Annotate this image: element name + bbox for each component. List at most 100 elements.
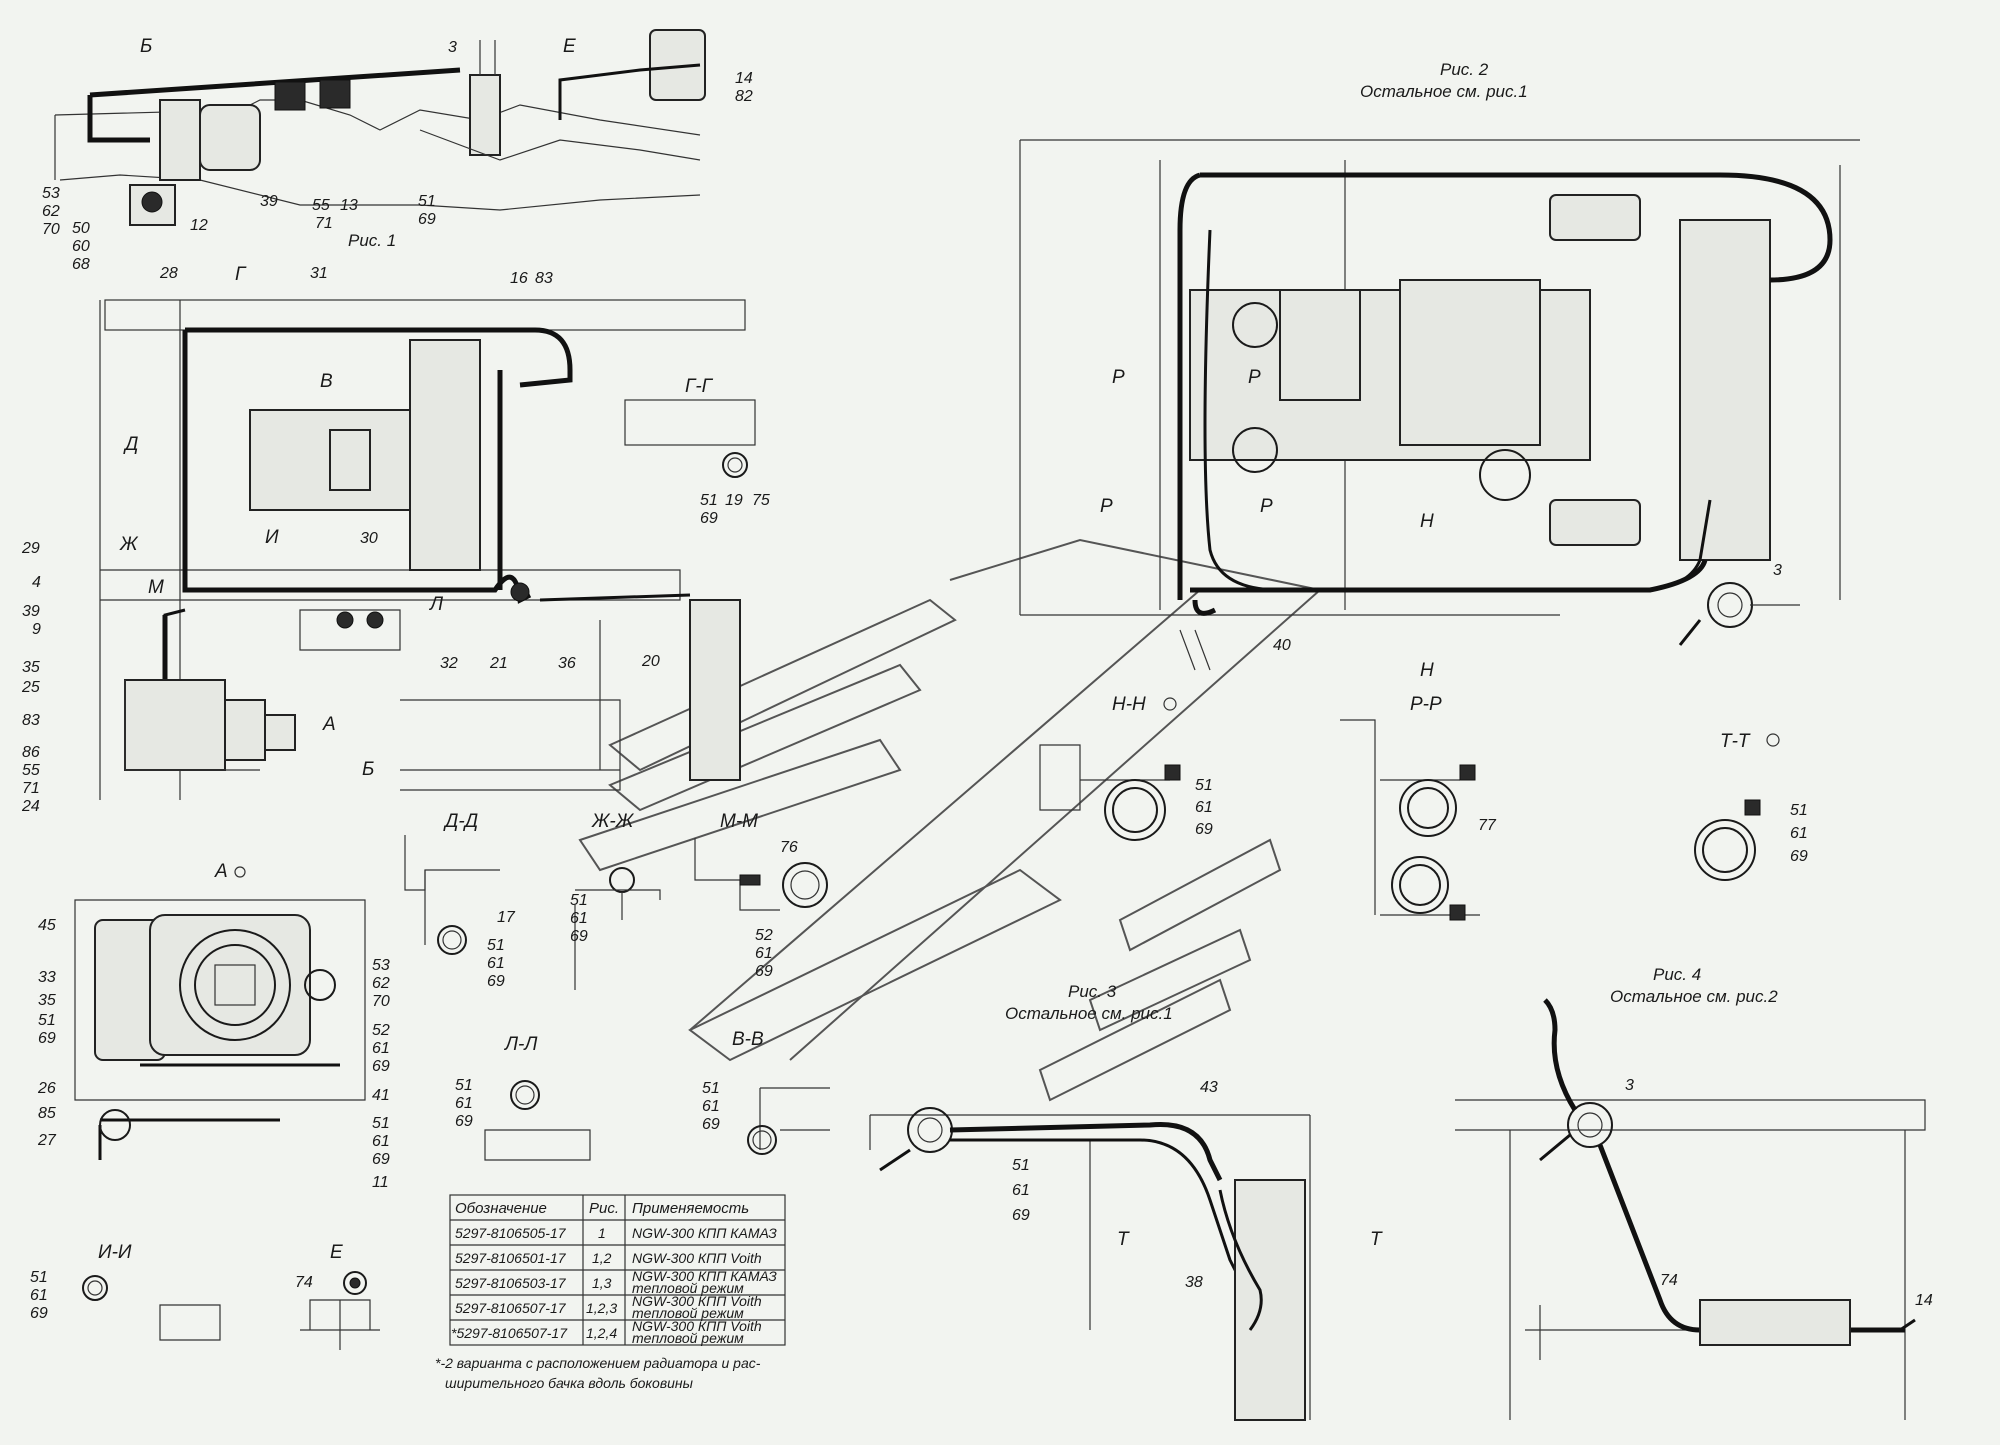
- fig3-subcaption: Остальное см. рис.1: [1005, 1004, 1173, 1023]
- rr-label-77: 77: [1478, 817, 1497, 834]
- table-header-code: Обозначение: [455, 1200, 547, 1217]
- a-label-35: 35: [38, 992, 56, 1009]
- f3-label-69: 69: [1012, 1207, 1030, 1224]
- table-header-fig: Рис.: [589, 1200, 619, 1217]
- f1-label-55: 55: [22, 762, 40, 779]
- a-label-62: 62: [372, 975, 390, 992]
- fig2-caption: Рис. 2: [1440, 60, 1489, 79]
- b-label-55: 55: [312, 197, 330, 214]
- b-label-82: 82: [735, 88, 753, 105]
- fig1-plan: 28 31 16 83 29 4 39 9 35 25 83 86 55 71 …: [21, 264, 746, 815]
- f1-section-l: Л: [428, 594, 444, 615]
- f1-label-20: 20: [641, 653, 660, 670]
- f1-label-31: 31: [310, 265, 328, 282]
- nn-label-61: 61: [1195, 799, 1213, 816]
- table-cell-use: NGW-300 КПП Voith: [632, 1250, 762, 1266]
- b-label-14: 14: [735, 70, 753, 87]
- table-note-line2: ширительного бачка вдоль боковины: [445, 1375, 694, 1391]
- a-label-69b: 69: [372, 1058, 390, 1075]
- a-label-69c: 69: [372, 1151, 390, 1168]
- f1-label-32: 32: [440, 655, 458, 672]
- view-b: Б Е 3 14 82 53 62 70 50 60 68 12 39 55 1…: [42, 29, 753, 273]
- mm-label-76: 76: [780, 839, 798, 856]
- f1-label-4: 4: [32, 574, 41, 591]
- f1-label-16: 16: [510, 270, 528, 287]
- table-cell-code: 5297-8106503-17: [455, 1275, 567, 1291]
- b-label-62: 62: [42, 203, 60, 220]
- gg-label-51: 51: [700, 492, 718, 509]
- table-cell-fig: 1,2: [592, 1250, 612, 1266]
- f1-label-71: 71: [22, 780, 40, 797]
- tt-label-61: 61: [1790, 825, 1808, 842]
- b-label-3: 3: [448, 39, 457, 56]
- table-cell-use: NGW-300 КПП Voith: [632, 1293, 762, 1309]
- f1-label-83b: 83: [22, 712, 40, 729]
- section-i-i-title: И-И: [98, 1242, 132, 1263]
- table-cell-use: NGW-300 КПП КАМАЗ: [632, 1268, 777, 1284]
- fig1-caption: Рис. 1: [348, 231, 396, 250]
- b-label-50: 50: [72, 220, 90, 237]
- a-label-61: 61: [372, 1040, 390, 1057]
- ii-label-61: 61: [30, 1287, 48, 1304]
- vv-label-69: 69: [702, 1116, 720, 1133]
- f1-section-i: И: [265, 527, 279, 548]
- fig3-plan: Рис. 3 Остальное см. рис.1 43 51 61 69 3…: [869, 982, 1383, 1421]
- section-v-v: В-В 51 61 69: [702, 1029, 830, 1155]
- f2-section-p-2: Р: [1248, 367, 1261, 388]
- view-b-title: Б: [140, 36, 152, 57]
- f3-section-t-2: Т: [1370, 1229, 1383, 1250]
- dd-label-17: 17: [497, 909, 516, 926]
- zh-label-69: 69: [570, 928, 588, 945]
- applicability-table: Обозначение Рис. Применяемость 5297-8106…: [435, 1194, 786, 1391]
- vv-label-61: 61: [702, 1098, 720, 1115]
- section-l-l: Л-Л 51 61 69: [455, 1034, 591, 1161]
- table-cell-use-note: тепловой режим: [632, 1305, 744, 1321]
- ll-label-69: 69: [455, 1113, 473, 1130]
- section-t-t: Т-Т 51 61 69: [1694, 731, 1808, 881]
- a-label-41: 41: [372, 1087, 390, 1104]
- table-header-use: Применяемость: [632, 1200, 749, 1217]
- gg-label-69: 69: [700, 510, 718, 527]
- table-cell-use-note: тепловой режим: [632, 1330, 744, 1346]
- f1-label-39: 39: [22, 603, 40, 620]
- f3-label-51: 51: [1012, 1157, 1030, 1174]
- f2-section-h-2: Н: [1420, 660, 1434, 681]
- section-zh-zh-title: Ж-Ж: [591, 811, 635, 832]
- a-label-45: 45: [38, 917, 56, 934]
- view-a-title: А: [214, 861, 228, 882]
- view-e: Е 74: [295, 1242, 380, 1350]
- f2-label-40: 40: [1273, 637, 1291, 654]
- f1-section-zh: Ж: [119, 534, 139, 555]
- mm-label-61: 61: [755, 945, 773, 962]
- fig4-subcaption: Остальное см. рис.2: [1610, 987, 1778, 1006]
- f1-label-28: 28: [159, 265, 178, 282]
- view-a: А 45 33 35 51 69 26 85 27 53 62 70 52 61…: [37, 861, 390, 1191]
- f1-section-m: М: [148, 577, 164, 598]
- f3-label-43: 43: [1200, 1079, 1218, 1096]
- b-label-12: 12: [190, 217, 208, 234]
- b-label-60: 60: [72, 238, 90, 255]
- fig2-subcaption: Остальное см. рис.1: [1360, 82, 1528, 101]
- tt-label-51: 51: [1790, 802, 1808, 819]
- f2-section-h-1: Н: [1420, 511, 1434, 532]
- table-row: 5297-8106507-17 1,2,3 NGW-300 КПП Voith …: [455, 1293, 762, 1321]
- f1-label-86: 86: [22, 744, 40, 761]
- a-label-85: 85: [38, 1105, 56, 1122]
- e-label-74: 74: [295, 1274, 313, 1291]
- tt-label-69: 69: [1790, 848, 1808, 865]
- gg-label-75: 75: [752, 492, 770, 509]
- f4-label-14: 14: [1915, 1292, 1933, 1309]
- section-m-m-title: М-М: [720, 811, 758, 832]
- b-label-70: 70: [42, 221, 60, 238]
- fig3-caption: Рис. 3: [1068, 982, 1117, 1001]
- ii-label-51: 51: [30, 1269, 48, 1286]
- section-m-m: М-М 76 52 61 69: [694, 811, 828, 980]
- a-label-52: 52: [372, 1022, 390, 1039]
- b-label-69: 69: [418, 211, 436, 228]
- f1-label-83: 83: [535, 270, 553, 287]
- table-cell-code: 5297-8106507-17: [455, 1300, 567, 1316]
- section-r-r: Р-Р 77: [1340, 694, 1497, 921]
- f1-label-29: 29: [21, 540, 40, 557]
- zh-label-61: 61: [570, 910, 588, 927]
- table-row: 5297-8106503-17 1,3 NGW-300 КПП КАМАЗ те…: [455, 1268, 777, 1296]
